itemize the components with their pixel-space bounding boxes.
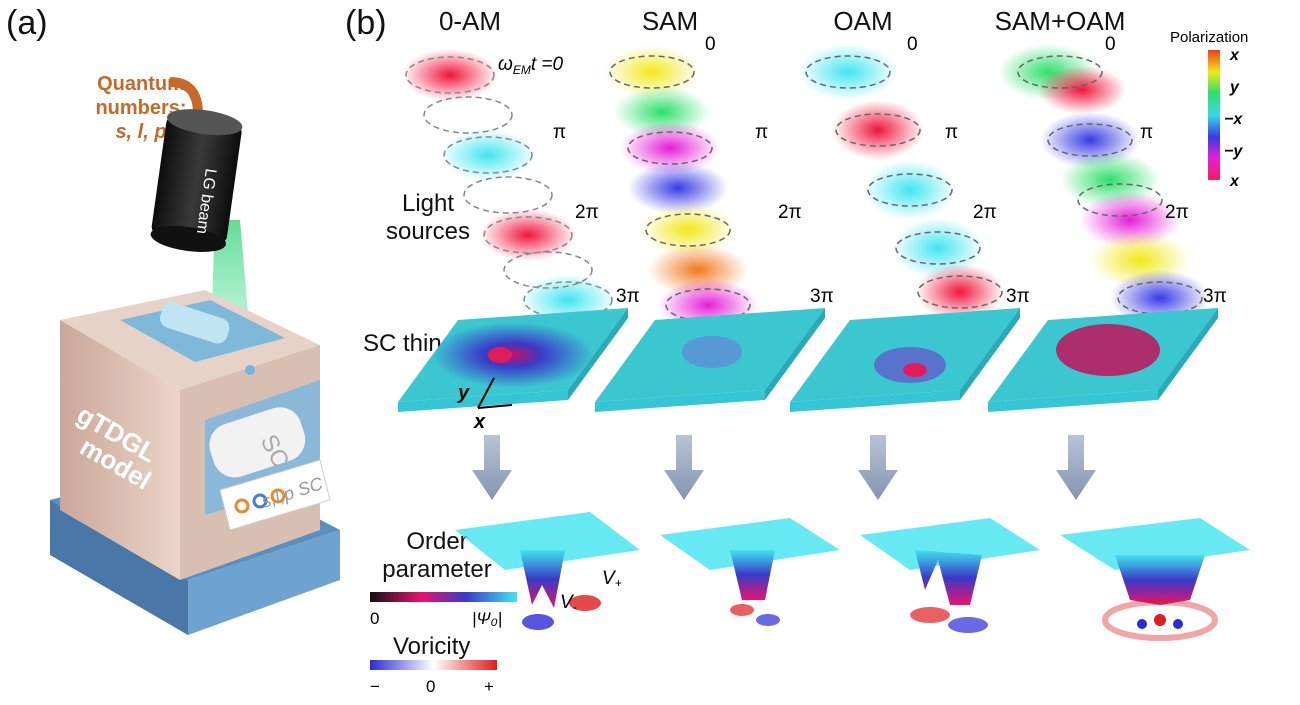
phase-label-oam-3pi: 3π <box>1006 286 1030 307</box>
vorticity-label: Voricity <box>393 633 471 660</box>
panel-b-graphics: ωEMt =0 π 2π 3π 0 π 2π 3π 0 π 2π 3π 0 π … <box>370 30 1250 696</box>
phase-label-samoam-2pi: 2π <box>1165 202 1189 223</box>
phase-label-oam-2pi: 2π <box>973 202 997 223</box>
phase-label-sam-3pi: 3π <box>810 286 834 307</box>
axis-x-label: x <box>473 411 486 433</box>
column-title-sam: SAM <box>641 6 699 36</box>
polarization-title: Polarization <box>1170 30 1248 46</box>
phase-label-sam-pi: π <box>755 122 768 143</box>
order-colorbar-min: 0 <box>370 609 379 628</box>
panel-b-label: (b) <box>345 4 387 42</box>
lg-beam-source <box>150 109 243 253</box>
polarization-colorbar <box>1208 50 1220 180</box>
polarization-tick-x2: x <box>1229 173 1240 190</box>
polarization-tick-neg-y: −y <box>1224 143 1243 160</box>
vortex-label-plus: V+ <box>602 568 622 590</box>
quantum-line2: numbers: <box>95 97 187 119</box>
vorticity-colorbar-min: − <box>370 677 380 696</box>
axis-y-label: y <box>457 382 470 404</box>
phase-label-sam-2pi: 2π <box>778 202 802 223</box>
sc-film-oam <box>790 308 1020 412</box>
sc-film-sam <box>595 308 825 412</box>
phase-label-0am-0: ωEMt =0 <box>498 54 563 77</box>
phase-label-0am-3pi: 3π <box>616 286 640 307</box>
phase-label-samoam-pi: π <box>1140 122 1153 143</box>
quantum-numbers-label: Quantum numbers: s, l, p <box>86 72 196 144</box>
light-sources-label: Light sources <box>383 190 473 246</box>
xy-axes <box>477 377 513 409</box>
phase-label-samoam-3pi: 3π <box>1203 286 1227 307</box>
vorticity-maps <box>522 595 1218 641</box>
phase-label-oam-0: 0 <box>907 34 918 55</box>
vorticity-colorbar <box>370 660 497 670</box>
panel-a-label: (a) <box>6 4 48 42</box>
beam-0am <box>402 49 616 326</box>
phase-label-oam-pi: π <box>945 122 958 143</box>
order-parameter-surfaces <box>455 512 1250 608</box>
quantum-arrow <box>169 77 203 115</box>
order-parameter-line2: parameter <box>382 556 492 583</box>
polarization-tick-y: y <box>1229 79 1240 96</box>
vortex-label-minus: V- <box>560 592 577 614</box>
vorticity-colorbar-mid: 0 <box>426 677 435 696</box>
column-title-sam-oam: SAM+OAM <box>994 6 1126 36</box>
order-parameter-line1: Order <box>406 528 468 555</box>
polarization-tick-x: x <box>1229 47 1240 64</box>
beam-oam <box>798 44 1004 320</box>
phase-label-0am-pi: π <box>553 122 566 143</box>
quantum-line3: s, l, p <box>115 121 167 143</box>
sc-film-sam-oam <box>988 308 1218 412</box>
order-parameter-label: Order parameter <box>382 528 492 584</box>
gtdgl-printer-illustration: LG beam gTDGL model SC s,l,p SC <box>50 77 340 635</box>
phase-label-sam-0: 0 <box>705 34 716 55</box>
order-parameter-colorbar <box>370 592 517 602</box>
quantum-line1: Quantum <box>97 73 185 95</box>
polarization-tick-neg-x: −x <box>1224 111 1243 128</box>
order-colorbar-max: |Ψ₀| <box>472 609 502 628</box>
sc-film-0am <box>398 308 628 412</box>
phase-label-0am-2pi: 2π <box>575 202 599 223</box>
vorticity-colorbar-max: + <box>484 677 494 696</box>
phase-label-samoam-0: 0 <box>1105 34 1116 55</box>
down-arrows <box>472 435 1096 500</box>
column-title-0am: 0-AM <box>438 6 502 36</box>
beam-sam-oam <box>998 44 1210 326</box>
light-sources-line2: sources <box>385 218 471 245</box>
column-title-oam: OAM <box>833 6 893 36</box>
light-sources-line1: Light <box>401 190 455 217</box>
